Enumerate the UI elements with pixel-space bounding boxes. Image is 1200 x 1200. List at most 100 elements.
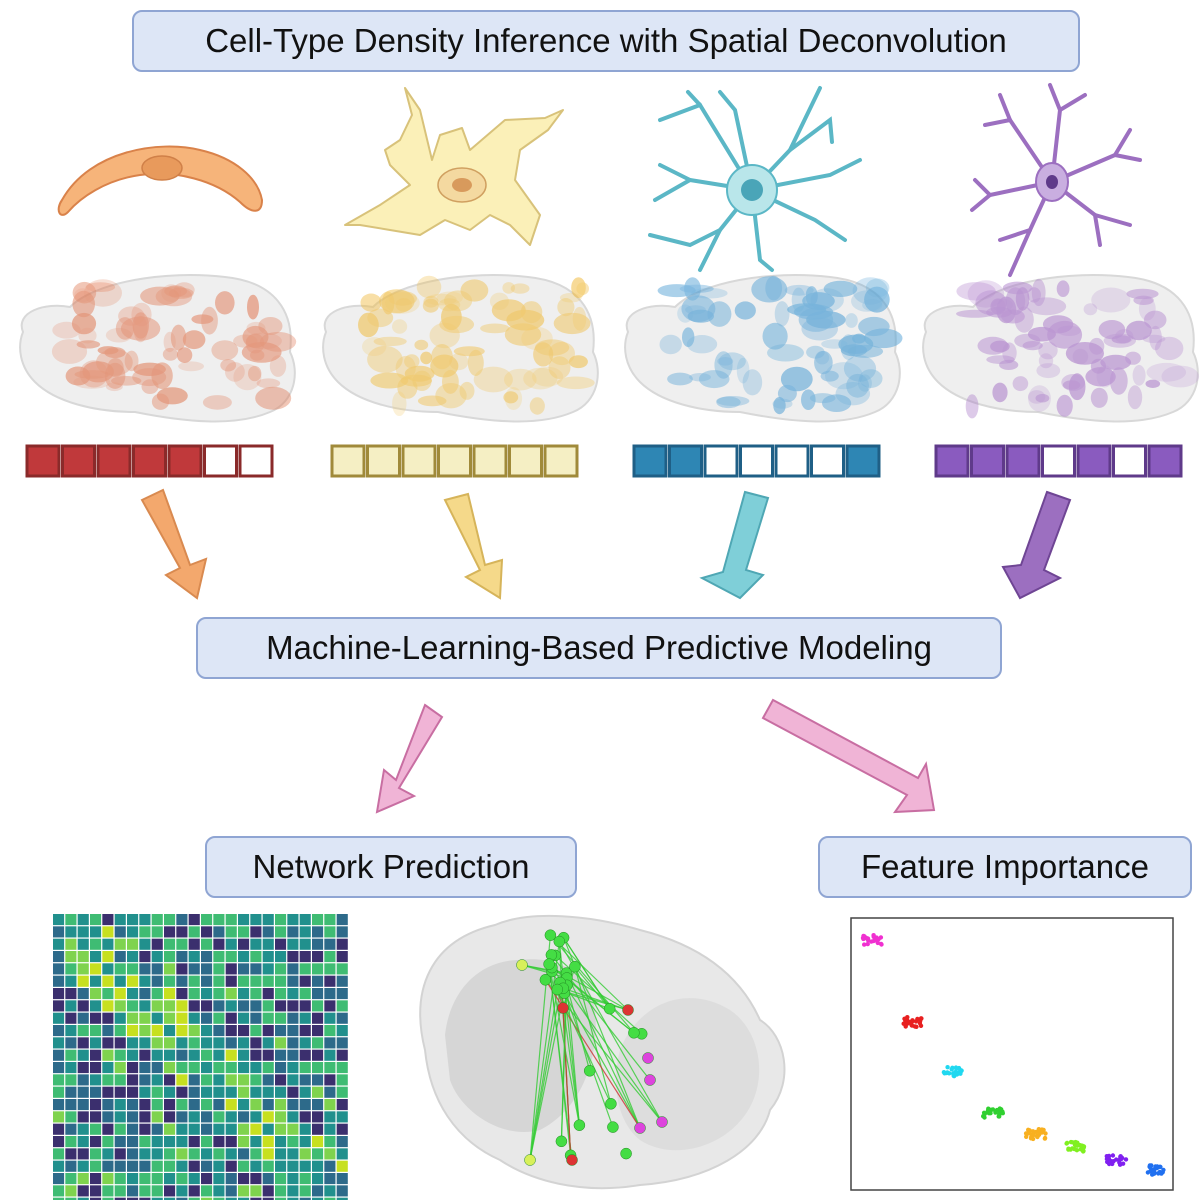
input-arrows [142,490,1070,598]
feature-sample [1081,1149,1085,1153]
density-blob [404,354,419,368]
heatmap-cell [127,1087,138,1098]
density-blob [1057,395,1073,417]
heatmap-cell [263,1173,274,1184]
heatmap-cell [78,1074,89,1085]
density-blob [392,319,407,334]
density-blob [414,340,428,350]
heatmap-cell [139,1161,150,1172]
heatmap-cell [312,1087,323,1098]
heatmap-cell [300,1161,311,1172]
heatmap-cell [139,1037,150,1048]
heatmap-cell [300,1173,311,1184]
heatmap-cell [300,951,311,962]
heatmap-cell [250,988,261,999]
heatmap-cell [263,1185,274,1196]
heatmap-cell [90,1185,101,1196]
brain-map-fibroblast-like [20,275,296,421]
heatmap-cell [102,1124,113,1135]
heatmap-cell [90,1173,101,1184]
heatmap-cell [201,1148,212,1159]
heatmap-cell [78,926,89,937]
heatmap-cell [189,976,200,987]
heatmap-cell [201,1099,212,1110]
heatmap-cell [152,1062,163,1073]
heatmap-cell [312,1062,323,1073]
feature-sample [1151,1170,1155,1174]
heatmap-cell [78,914,89,925]
heatmap-cell [324,1025,335,1036]
heatmap-cell [226,1050,237,1061]
feature-sample [908,1020,912,1024]
heatmap-cell [90,1148,101,1159]
heatmap-cell [164,1087,175,1098]
heatmap-cell [164,1074,175,1085]
heatmap-cell [238,1136,249,1147]
heatmap-cell [287,1062,298,1073]
density-cell [439,446,471,476]
heatmap-cell [337,1050,348,1061]
heatmap-cell [115,1037,126,1048]
heatmap-cell [139,1000,150,1011]
heatmap-cell [176,1173,187,1184]
heatmap-cell [201,1185,212,1196]
heatmap-cell [324,1050,335,1061]
heatmap-cell [312,1013,323,1024]
heatmap-cell [213,1111,224,1122]
heatmap-cell [65,939,76,950]
feature-sample [951,1071,955,1075]
heatmap-cell [337,1099,348,1110]
heatmap-cell [226,926,237,937]
density-cell [812,446,844,476]
density-cell [972,446,1004,476]
heatmap-cell [65,1148,76,1159]
feature-sample [877,937,881,941]
heatmap-cell [238,963,249,974]
density-blob [118,306,145,325]
heatmap-cell [65,1111,76,1122]
heatmap-cell [164,1148,175,1159]
feature-sample [1035,1135,1039,1139]
heatmap-cell [300,1087,311,1098]
heatmap-cell [164,988,175,999]
network-node [607,1122,618,1133]
output-arrows [377,700,934,812]
heatmap-cell [312,951,323,962]
density-blob [211,340,238,360]
heatmap-cell [115,1087,126,1098]
network-node [574,1120,585,1131]
heatmap-cell [176,939,187,950]
yellow-arrow [445,494,502,598]
heatmap-cell [152,1124,163,1135]
heatmap-cell [78,1050,89,1061]
heatmap-cell [201,926,212,937]
heatmap-cell [213,914,224,925]
density-blob [743,369,763,395]
feature-sample [1001,1111,1005,1115]
heatmap-cell [337,1111,348,1122]
density-blob [667,373,693,386]
network-node [558,1003,569,1014]
heatmap-cell [324,1148,335,1159]
heatmap-cell [102,976,113,987]
heatmap-cell [176,1124,187,1135]
heatmap-cell [213,988,224,999]
heatmap-cell [312,1136,323,1147]
heatmap-cell [337,1013,348,1024]
heatmap-cell [201,1074,212,1085]
heatmap-cell [164,926,175,937]
heatmap-cell [189,1111,200,1122]
astrocyte-cell-icon [650,88,860,270]
heatmap-cell [226,1173,237,1184]
density-blob [986,307,1012,318]
density-blob [1027,297,1067,315]
heatmap-cell [226,1099,237,1110]
density-blob [1069,373,1086,400]
density-blob [1038,342,1057,360]
heatmap-cell [53,939,64,950]
heatmap-cell [152,1185,163,1196]
heatmap-cell [263,1000,274,1011]
heatmap-cell [250,1000,261,1011]
heatmap-cell [164,1161,175,1172]
density-blob [361,294,382,312]
